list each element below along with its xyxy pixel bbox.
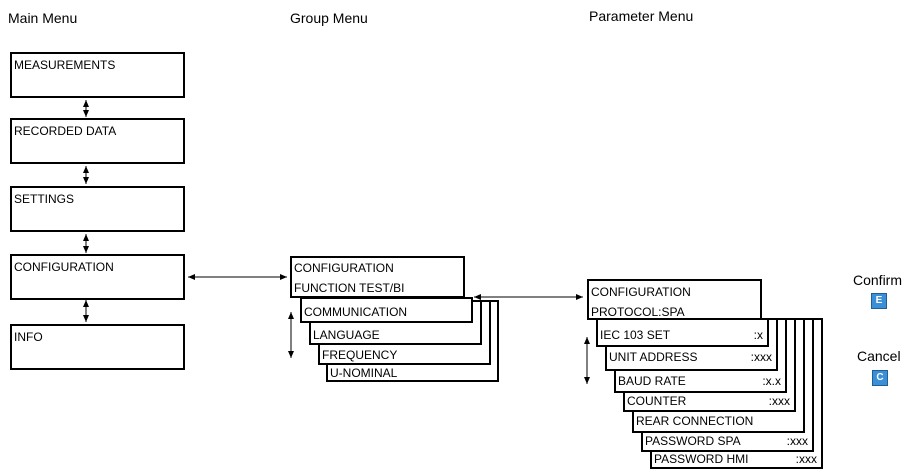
main-menu-item-measurements[interactable]: MEASUREMENTS bbox=[10, 52, 185, 98]
param-item-label: COUNTER bbox=[627, 394, 687, 408]
main-menu-item-info[interactable]: INFO bbox=[10, 324, 185, 370]
group-menu-title: CONFIGURATION bbox=[294, 261, 394, 275]
parameter-menu-title: CONFIGURATION bbox=[591, 285, 691, 299]
group-item-communication[interactable]: COMMUNICATION bbox=[300, 297, 473, 323]
group-item-label: U-NOMINAL bbox=[330, 366, 398, 380]
param-item-value: :x bbox=[753, 328, 763, 342]
param-item-label: PASSWORD HMI bbox=[654, 452, 749, 466]
param-item-value: :xxx bbox=[786, 434, 808, 448]
confirm-label: Confirm bbox=[853, 272, 903, 288]
menu-item-label: RECORDED DATA bbox=[14, 124, 117, 138]
param-item-value: :xxx bbox=[768, 394, 790, 408]
param-item-label: BAUD RATE bbox=[618, 374, 686, 388]
menu-item-label: INFO bbox=[14, 330, 43, 344]
main-menu-item-recorded-data[interactable]: RECORDED DATA bbox=[10, 118, 185, 164]
menu-item-label: SETTINGS bbox=[14, 192, 75, 206]
param-item-value: :xxx bbox=[750, 350, 772, 364]
group-menu-header: Group Menu bbox=[290, 10, 368, 26]
param-item-value: :xxx bbox=[795, 452, 817, 466]
group-menu-selected: FUNCTION TEST/BI bbox=[294, 281, 405, 295]
group-menu-panel[interactable]: CONFIGURATION FUNCTION TEST/BI bbox=[290, 256, 465, 298]
cancel-label: Cancel bbox=[857, 348, 901, 364]
parameter-menu-panel[interactable]: CONFIGURATION PROTOCOL:SPA bbox=[587, 279, 762, 320]
confirm-key-button[interactable]: E bbox=[871, 293, 887, 309]
group-item-label: COMMUNICATION bbox=[304, 305, 408, 319]
main-menu-item-configuration[interactable]: CONFIGURATION bbox=[10, 254, 185, 300]
parameter-menu-header: Parameter Menu bbox=[589, 8, 694, 24]
main-menu-item-settings[interactable]: SETTINGS bbox=[10, 186, 185, 232]
param-item-label: REAR CONNECTION bbox=[636, 414, 754, 428]
param-item-label: UNIT ADDRESS bbox=[609, 350, 698, 364]
param-item-label: PASSWORD SPA bbox=[645, 434, 741, 448]
param-item-value: :x.x bbox=[762, 374, 781, 388]
main-menu-header: Main Menu bbox=[8, 10, 78, 26]
parameter-menu-selected: PROTOCOL:SPA bbox=[591, 305, 685, 319]
group-item-label: FREQUENCY bbox=[322, 348, 398, 362]
menu-item-label: CONFIGURATION bbox=[14, 260, 114, 274]
group-item-label: LANGUAGE bbox=[313, 328, 380, 342]
cancel-key-button[interactable]: C bbox=[872, 370, 888, 386]
param-item-label: IEC 103 SET bbox=[600, 328, 671, 342]
param-item-iec-103-set[interactable]: IEC 103 SET :x bbox=[596, 318, 769, 347]
menu-item-label: MEASUREMENTS bbox=[14, 58, 116, 72]
